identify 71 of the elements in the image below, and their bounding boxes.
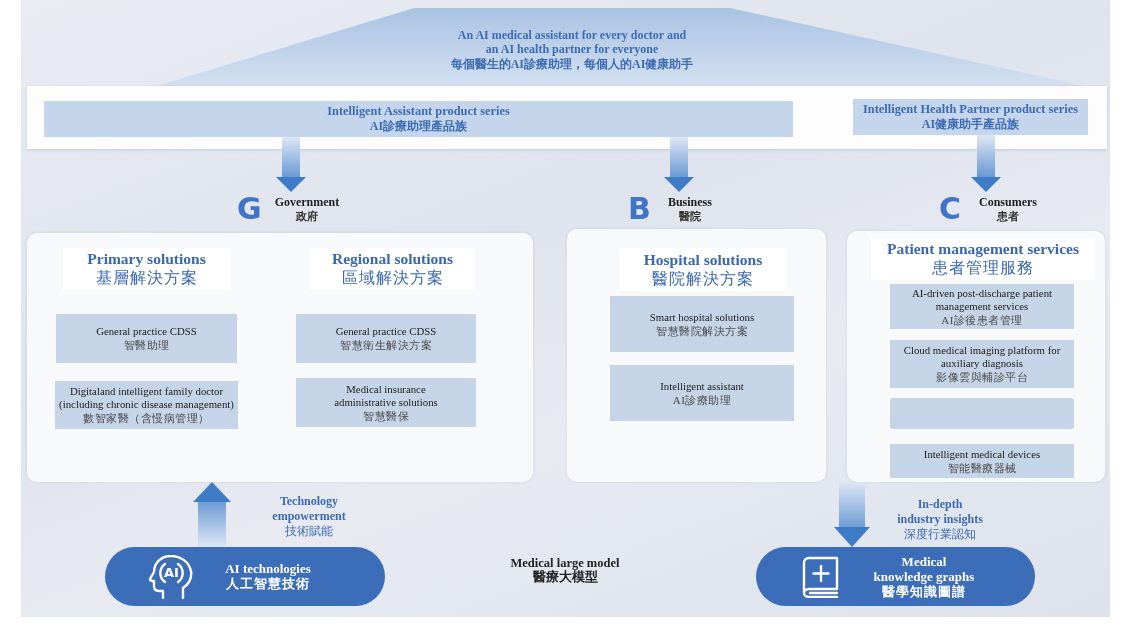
block-arrow xyxy=(193,482,231,547)
solution-box xyxy=(296,378,476,427)
large-letter: C xyxy=(939,193,962,225)
block-arrow xyxy=(664,137,694,192)
pill-title: Medical knowledge graphs xyxy=(872,553,976,584)
large-letter: B xyxy=(628,193,651,225)
bar-subtitle: AI健康助手產品族 xyxy=(921,117,1020,132)
bar-subtitle: AI診療助理產品族 xyxy=(369,119,468,134)
box-title: Cloud medical imaging platform for auxiliary diagnosis xyxy=(902,344,1062,370)
box-title: Intelligent assistant xyxy=(660,379,744,393)
solution-box xyxy=(55,381,238,429)
heading-label: Consumers xyxy=(979,195,1038,209)
block-arrow xyxy=(834,482,870,547)
box-title: Smart hospital solutions xyxy=(649,310,755,324)
solution-box xyxy=(610,365,794,421)
model-sublabel: 醫療大模型 xyxy=(532,570,598,585)
box-subtitle: 智慧衛生解決方案 xyxy=(340,338,432,352)
header-subtitle: 患者管理服務 xyxy=(932,258,1034,278)
edge-label: Technology empowerment 技術賦能 xyxy=(271,494,347,539)
bar-title: Intelligent Assistant product series xyxy=(327,104,510,119)
solution-box xyxy=(296,314,476,363)
box-subtitle: 智醫助理 xyxy=(123,338,170,352)
solution-panel xyxy=(27,233,533,482)
banner-heading: An AI medical assistant for every doctor and an AI health partner for everyone xyxy=(456,28,688,56)
box-title: General practice CDSS xyxy=(335,325,437,338)
pill-title: AI technologies xyxy=(225,561,311,576)
box-title: Intelligent medical devices xyxy=(923,447,1041,461)
large-letter: G xyxy=(237,193,262,225)
product-series-bar xyxy=(853,99,1088,135)
banner-subheading: 每個醫生的AI診療助理，每個人的AI健康助手 xyxy=(450,56,694,72)
solution-box xyxy=(890,340,1074,388)
heading-subtitle: 醫院 xyxy=(678,209,701,223)
header-title: Primary solutions xyxy=(87,250,206,268)
product-series-bar xyxy=(44,101,793,137)
solution-box xyxy=(890,398,1074,429)
model-label: Medical large model xyxy=(510,556,620,571)
box-subtitle: AI診療助理 xyxy=(672,392,732,407)
box-subtitle: 智能醫療器械 xyxy=(947,460,1017,475)
solution-box xyxy=(56,314,237,363)
header-band xyxy=(27,86,1107,149)
heading-label: Government xyxy=(274,195,340,209)
header-subtitle: 基層解決方案 xyxy=(95,268,198,288)
heading-label: Business xyxy=(667,195,712,209)
box-subtitle: 數智家醫（含慢病管理） xyxy=(83,411,210,425)
icon-letters: AI xyxy=(163,565,180,581)
header-title: Patient management services xyxy=(887,240,1079,258)
box-subtitle: 影像雲與輔診平台 xyxy=(936,370,1028,384)
box-title: Medical insurance administrative solutions xyxy=(333,382,439,409)
pill-subtitle: 人工智慧技術 xyxy=(226,576,310,592)
box-subtitle: 智慧醫院解決方案 xyxy=(656,323,748,338)
header-title: Hospital solutions xyxy=(643,250,763,269)
block-arrow xyxy=(276,137,306,192)
header-subtitle: 區域解決方案 xyxy=(341,268,444,288)
block-arrow xyxy=(971,135,1001,192)
solution-box xyxy=(890,284,1074,329)
pill-subtitle: 醫學知識圖譜 xyxy=(882,583,966,600)
box-subtitle: 智慧醫保 xyxy=(363,408,409,423)
edge-label: In-depth industry insights 深度行業認知 xyxy=(896,497,984,542)
box-title: Digitaland intelligent family doctor (including chronic disease management) xyxy=(58,385,235,411)
header-subtitle: 醫院解決方案 xyxy=(652,268,754,289)
box-title: AI-driven post-discharge patient management services xyxy=(910,286,1054,313)
heading-subtitle: 患者 xyxy=(997,209,1020,223)
box-subtitle: AI診後患者管理 xyxy=(941,312,1023,327)
bar-title: Intelligent Health Partner product series xyxy=(863,102,1078,117)
solution-box xyxy=(610,296,794,352)
header-title: Regional solutions xyxy=(332,250,453,268)
heading-subtitle: 政府 xyxy=(295,209,318,223)
solution-panel xyxy=(567,229,826,482)
solution-box xyxy=(890,444,1074,478)
solution-panel xyxy=(847,231,1105,482)
box-title: General practice CDSS xyxy=(96,325,197,338)
